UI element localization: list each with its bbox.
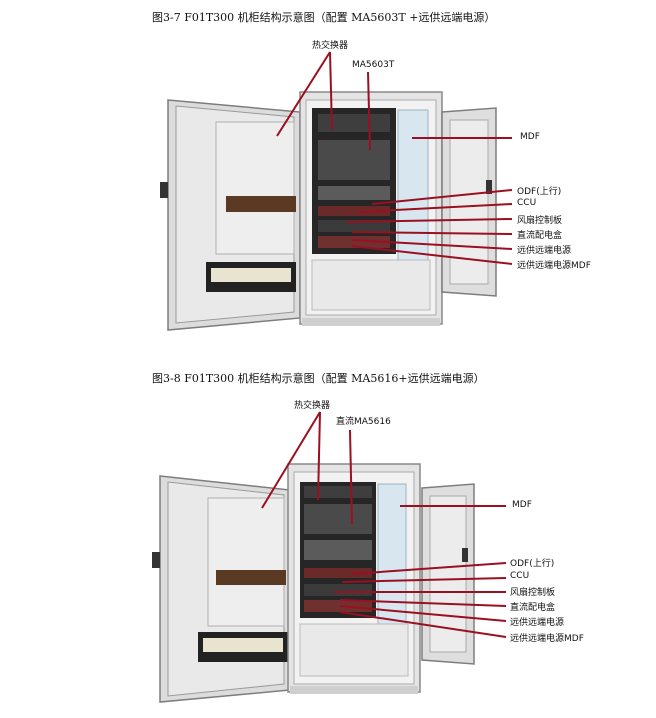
figure1-label-remote-mdf: 远供远端电源MDF bbox=[517, 261, 591, 271]
figure2-cabinet-body bbox=[287, 463, 421, 694]
figure2-right-door bbox=[421, 483, 475, 665]
figure2-callout-lines bbox=[261, 411, 507, 638]
figure1-label-ma5603t: MA5603T bbox=[352, 60, 395, 70]
figure2-label-ccu: CCU bbox=[510, 571, 530, 581]
figure2-left-door bbox=[152, 475, 291, 703]
figure1-label-fan: 风扇控制板 bbox=[517, 216, 563, 226]
figure2-label-dc-box: 直流配电盒 bbox=[510, 603, 556, 613]
figure2-label-ma5616: 直流MA5616 bbox=[336, 417, 391, 427]
figure2-label-remote-mdf: 远供远端电源MDF bbox=[510, 634, 584, 644]
figure1-left-door bbox=[160, 99, 301, 331]
figure1-label-remote-power: 远供远端电源 bbox=[517, 246, 572, 256]
figure1-right-door bbox=[441, 107, 497, 297]
figure1-cabinet-body bbox=[299, 91, 443, 326]
figure1-label-odf: ODF(上行) bbox=[517, 187, 562, 197]
figure1-label-ccu: CCU bbox=[517, 198, 537, 208]
figure2-label-heat-exchanger: 热交换器 bbox=[294, 401, 331, 411]
figure1-label-mdf: MDF bbox=[520, 132, 540, 142]
figure2-label-odf: ODF(上行) bbox=[510, 559, 555, 569]
figure2-label-fan: 风扇控制板 bbox=[510, 588, 556, 598]
figure1-callout-lines bbox=[276, 51, 513, 265]
figure1-label-dc-box: 直流配电盒 bbox=[517, 231, 563, 241]
figure2-label-remote-power: 远供远端电源 bbox=[510, 618, 565, 628]
figure2-label-mdf: MDF bbox=[512, 500, 532, 510]
figure2-caption: 图3-8 F01T300 机柜结构示意图（配置 MA5616+远供远端电源） bbox=[152, 372, 485, 385]
figure1-caption: 图3-7 F01T300 机柜结构示意图（配置 MA5603T +远供远端电源） bbox=[152, 11, 496, 24]
figure1-label-heat-exchanger: 热交换器 bbox=[312, 41, 349, 51]
